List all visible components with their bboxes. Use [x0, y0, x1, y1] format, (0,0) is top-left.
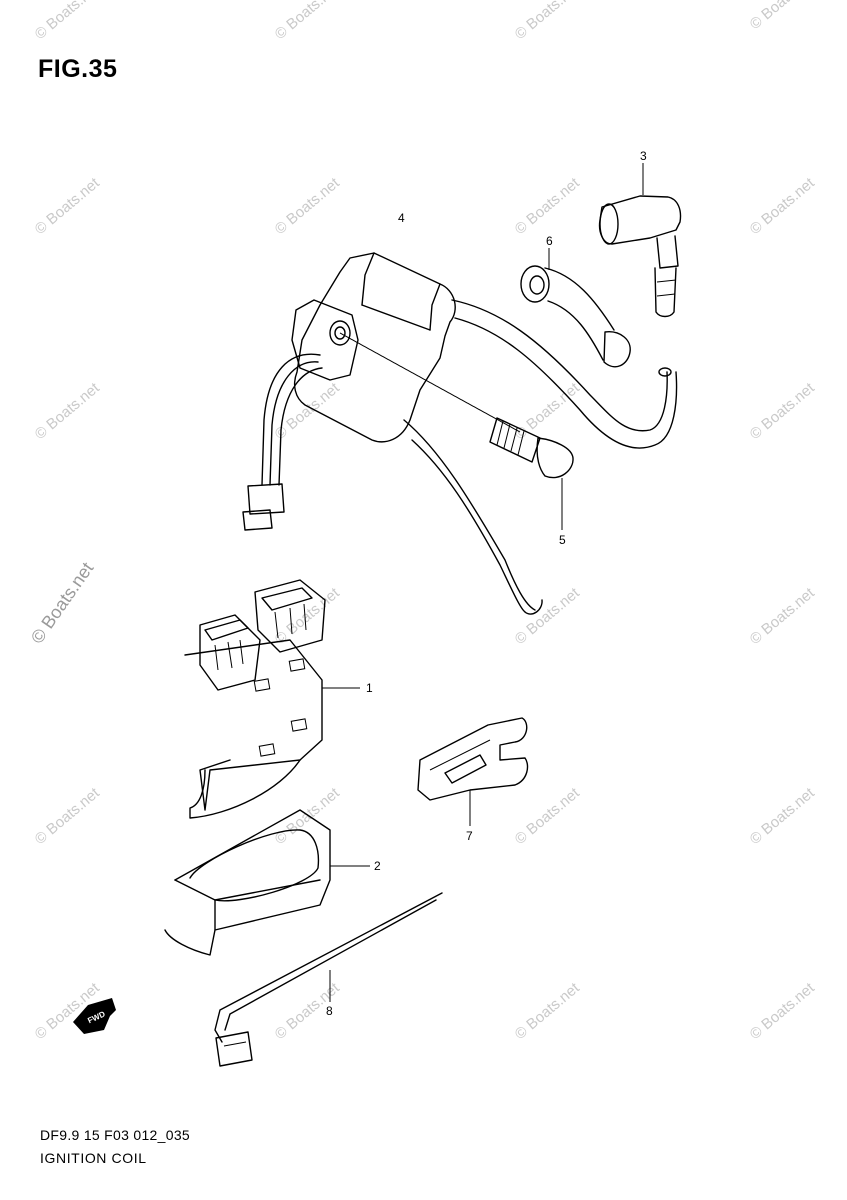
fwd-arrow-icon: FWD [73, 998, 116, 1034]
grommet-drawing [520, 265, 631, 368]
callout-4: 4 [398, 211, 405, 225]
watermark-text: © Boats.net [512, 979, 584, 1043]
callout-8: 8 [326, 1004, 333, 1018]
watermark-text: © Boats.net [512, 584, 584, 648]
watermark-text: © Boats.net [272, 174, 344, 238]
callout-5: 5 [559, 533, 566, 547]
watermark-text: © Boats.net [512, 379, 584, 443]
ignition-coil-drawing [242, 252, 678, 615]
bolt-drawing [339, 332, 574, 479]
callout-6: 6 [546, 234, 553, 248]
callout-2: 2 [374, 859, 381, 873]
watermark-text: © Boats.net [512, 784, 584, 848]
watermark-text: © Boats.net [747, 0, 819, 33]
watermark-text: © Boats.net [747, 174, 819, 238]
watermark-text: © Boats.net [512, 0, 584, 43]
watermark-text: © Boats.net [272, 784, 344, 848]
figure-code: DF9.9 15 F03 012_035 [40, 1127, 190, 1143]
watermark-text: © Boats.net [747, 584, 819, 648]
watermark-text: © Boats.net [272, 0, 344, 43]
watermark-text: © Boats.net [32, 379, 104, 443]
callout-7: 7 [466, 829, 473, 843]
cdi-cover-drawing [164, 809, 370, 956]
watermark-text: © Boats.net [32, 784, 104, 848]
figure-title: FIG.35 [38, 55, 118, 83]
watermark-text-primary: © Boats.net [27, 559, 97, 648]
watermark-text: © Boats.net [272, 379, 344, 443]
cdi-unit-drawing [184, 579, 360, 819]
watermark-text: © Boats.net [747, 379, 819, 443]
watermark-text: © Boats.net [747, 784, 819, 848]
watermark-text: © Boats.net [747, 979, 819, 1043]
callout-3: 3 [640, 149, 647, 163]
watermark-text: © Boats.net [512, 174, 584, 238]
watermark-layer: © Boats.net © Boats.net © Boats.net © Bo… [27, 0, 819, 1043]
callout-1: 1 [366, 681, 373, 695]
clamp-drawing [417, 717, 529, 826]
watermark-text: © Boats.net [32, 0, 104, 43]
watermark-text: © Boats.net [32, 174, 104, 238]
callout-labels: 3 4 6 5 1 7 2 8 [326, 149, 647, 1018]
wire-harness-drawing [214, 892, 443, 1067]
spark-plug-cap-drawing [598, 195, 682, 318]
figure-caption: IGNITION COIL [40, 1150, 147, 1166]
